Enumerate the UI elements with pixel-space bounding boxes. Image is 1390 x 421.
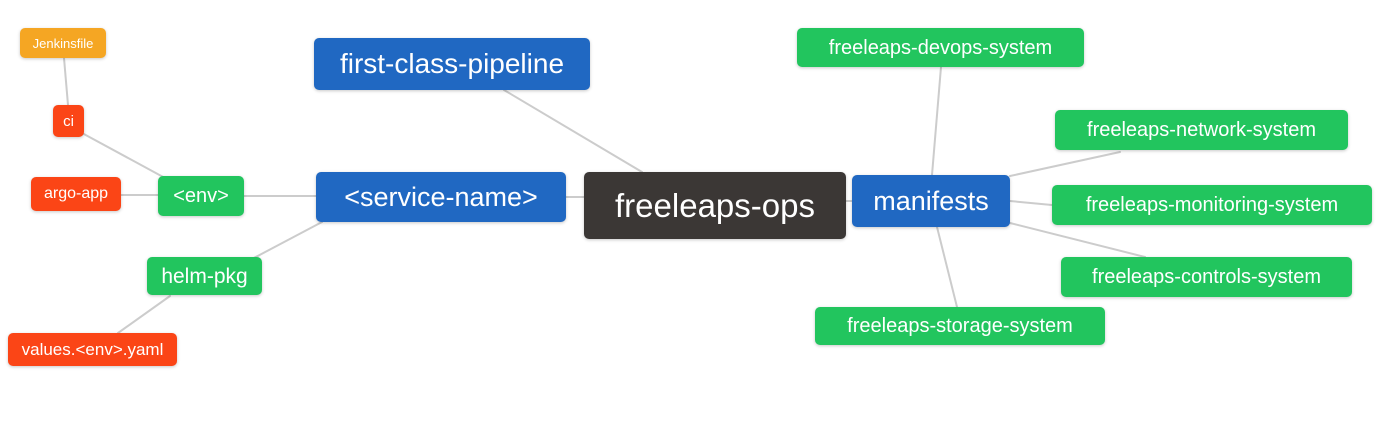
node-jenkinsfile[interactable]: Jenkinsfile [20, 28, 106, 58]
node-freeleaps-ops[interactable]: freeleaps-ops [584, 172, 846, 239]
edge-manifests-to-freeleaps-storage-system [936, 226, 958, 308]
edge-manifests-to-freeleaps-network-system [1009, 151, 1121, 177]
node-values-env-yaml[interactable]: values.<env>.yaml [8, 333, 177, 366]
node-label-env: <env> [173, 185, 229, 207]
edge-jenkinsfile-to-ci [63, 57, 69, 106]
edge-ci-to-env [81, 132, 166, 179]
node-label-values-env-yaml: values.<env>.yaml [21, 340, 164, 359]
node-label-service-name: <service-name> [344, 181, 538, 212]
node-label-ci: ci [63, 112, 74, 130]
edge-manifests-to-freeleaps-devops-system [931, 66, 942, 176]
edge-values-env-yaml-to-helm-pkg [117, 295, 171, 334]
node-label-helm-pkg: helm-pkg [161, 264, 248, 288]
edge-manifests-to-freeleaps-monitoring-system [1009, 200, 1053, 206]
node-service-name[interactable]: <service-name> [316, 172, 566, 222]
node-helm-pkg[interactable]: helm-pkg [147, 257, 262, 295]
node-label-freeleaps-controls-system: freeleaps-controls-system [1092, 266, 1321, 288]
node-label-first-class-pipeline: first-class-pipeline [339, 48, 565, 79]
node-freeleaps-controls-system[interactable]: freeleaps-controls-system [1061, 257, 1352, 297]
node-manifests[interactable]: manifests [852, 175, 1010, 227]
node-freeleaps-storage-system[interactable]: freeleaps-storage-system [815, 307, 1105, 345]
node-label-freeleaps-devops-system: freeleaps-devops-system [828, 36, 1053, 59]
node-ci[interactable]: ci [53, 105, 84, 137]
node-label-freeleaps-network-system: freeleaps-network-system [1087, 119, 1316, 141]
edge-first-class-pipeline-to-freeleaps-ops [503, 89, 643, 173]
node-label-freeleaps-monitoring-system: freeleaps-monitoring-system [1085, 194, 1339, 216]
node-freeleaps-devops-system[interactable]: freeleaps-devops-system [797, 28, 1084, 67]
node-argo-app[interactable]: argo-app [31, 177, 121, 211]
node-first-class-pipeline[interactable]: first-class-pipeline [314, 38, 590, 90]
node-label-argo-app: argo-app [43, 185, 109, 202]
node-freeleaps-network-system[interactable]: freeleaps-network-system [1055, 110, 1348, 150]
edge-manifests-to-freeleaps-controls-system [1009, 222, 1146, 258]
node-freeleaps-monitoring-system[interactable]: freeleaps-monitoring-system [1052, 185, 1372, 225]
node-label-freeleaps-storage-system: freeleaps-storage-system [847, 315, 1073, 337]
node-label-freeleaps-ops: freeleaps-ops [615, 187, 815, 224]
node-label-jenkinsfile: Jenkinsfile [32, 35, 94, 51]
node-label-manifests: manifests [873, 185, 989, 216]
node-env[interactable]: <env> [158, 176, 244, 216]
edge-helm-pkg-to-service-name [251, 221, 323, 260]
